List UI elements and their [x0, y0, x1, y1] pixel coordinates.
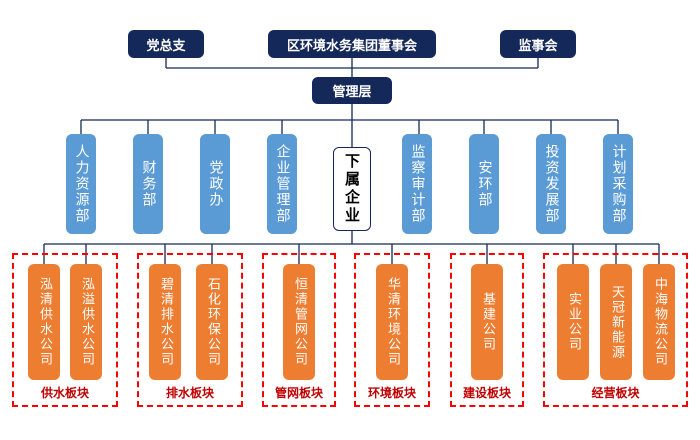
group-label: 建设板块 [462, 386, 511, 400]
dept-box: 党政办 [200, 134, 230, 234]
group-label: 环境板块 [367, 386, 416, 400]
group-label: 供水板块 [40, 386, 89, 400]
group-frame-construction: 建设板块 [450, 253, 524, 407]
group-frame-environment: 环境板块 [354, 253, 430, 407]
company-box: 天冠新能源 [600, 264, 632, 380]
company-box: 石化环保公司 [196, 264, 228, 380]
management-box: 管理层 [312, 77, 392, 104]
group-frame-water-supply: 供水板块 [12, 253, 118, 407]
company-box: 碧清排水公司 [149, 264, 181, 380]
group-label: 经营板块 [591, 386, 640, 400]
dept-box: 人力资源部 [66, 134, 96, 234]
group-label: 排水板块 [165, 386, 214, 400]
subsidiaries-box: 下属企业 [333, 147, 371, 231]
dept-box: 计划采购部 [603, 134, 633, 234]
company-box: 基建公司 [471, 264, 503, 380]
company-box: 泓清供水公司 [28, 264, 60, 380]
company-box: 恒清管网公司 [283, 264, 315, 380]
party-branch-box: 党总支 [128, 30, 204, 58]
board-of-supervisors-box: 监事会 [500, 30, 576, 58]
dept-box: 投资发展部 [536, 134, 566, 234]
company-box: 中海物流公司 [643, 264, 675, 380]
dept-box: 企业管理部 [267, 134, 297, 234]
dept-box: 监察审计部 [402, 134, 432, 234]
dept-box: 财务部 [133, 134, 163, 234]
company-box: 泓溢供水公司 [70, 264, 102, 380]
group-frame-operations: 经营板块 [543, 253, 688, 407]
group-label: 管网板块 [274, 386, 323, 400]
group-frame-pipe-network: 管网板块 [262, 253, 336, 407]
board-of-directors-box: 区环境水务集团董事会 [268, 30, 436, 58]
company-box: 实业公司 [557, 264, 589, 380]
company-box: 华清环境公司 [376, 264, 408, 380]
dept-box: 安环部 [469, 134, 499, 234]
group-frame-drainage: 排水板块 [137, 253, 243, 407]
